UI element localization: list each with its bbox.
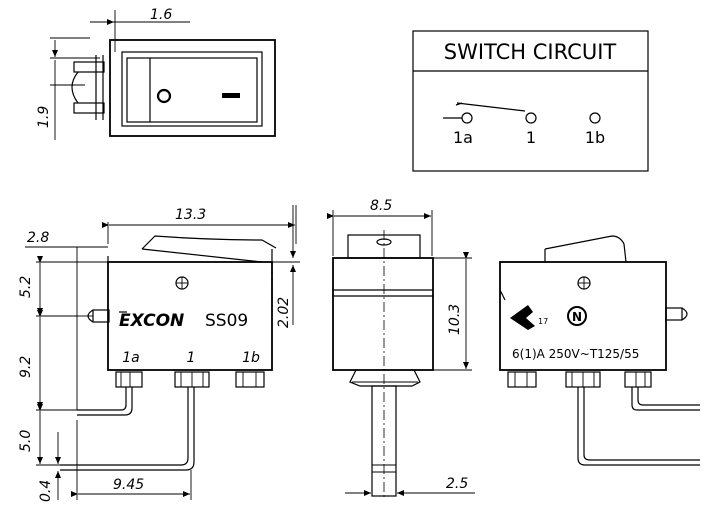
top-dim-width: 1.6	[150, 7, 172, 23]
front-dim-bottom-width: 9.45	[113, 477, 144, 493]
model-label: SS09	[205, 311, 248, 331]
contact-1a-icon	[461, 112, 473, 124]
circuit-title: SWITCH CIRCUIT	[444, 40, 617, 64]
front-terminal-1a: 1a	[122, 350, 140, 366]
rating-label: 6(1)A 250V~T125/55	[512, 347, 639, 361]
cert-number: 17	[538, 317, 548, 326]
circuit-terminal-1b: 1b	[585, 128, 605, 147]
switch-circuit-panel: SWITCH CIRCUIT 1a 1 1b	[412, 30, 649, 172]
front-dim-mid: 9.2	[18, 356, 34, 378]
circuit-terminal-1a: 1a	[453, 128, 473, 147]
circuit-terminal-1: 1	[526, 128, 536, 147]
side-dim-width: 8.5	[370, 198, 392, 214]
front-dim-base: 0.4	[38, 480, 54, 502]
side-dim-pin: 2.5	[446, 476, 468, 492]
front-view: 13.3 2.8 2.02 EXCON SS09 1a 1 1b	[18, 205, 300, 502]
brand-logo: EXCON	[119, 311, 184, 331]
front-dim-top-width: 13.3	[175, 207, 206, 223]
front-dim-lower: 5.0	[18, 430, 34, 452]
svg-text:N: N	[572, 310, 582, 324]
n-mark-icon: N	[567, 306, 587, 326]
contact-1-icon	[525, 112, 537, 124]
back-view: 17 N 6(1)A 250V~T125/55	[499, 235, 700, 466]
front-dim-right: 2.02	[276, 297, 292, 328]
front-dim-upper: 5.2	[18, 276, 34, 298]
cert-mark-icon: 17	[510, 305, 548, 330]
contact-1b-icon	[589, 112, 601, 124]
front-terminal-1: 1	[187, 350, 196, 366]
off-symbol-icon	[222, 93, 240, 98]
top-view: 1.6 1.9	[36, 7, 276, 140]
front-terminal-1b: 1b	[242, 350, 260, 366]
on-symbol-icon	[156, 88, 172, 104]
side-view: 8.5 10.3 2.5	[327, 198, 475, 500]
side-dim-height: 10.3	[447, 304, 463, 335]
top-dim-height: 1.9	[36, 106, 52, 128]
front-dim-left-offset: 2.8	[27, 230, 49, 246]
